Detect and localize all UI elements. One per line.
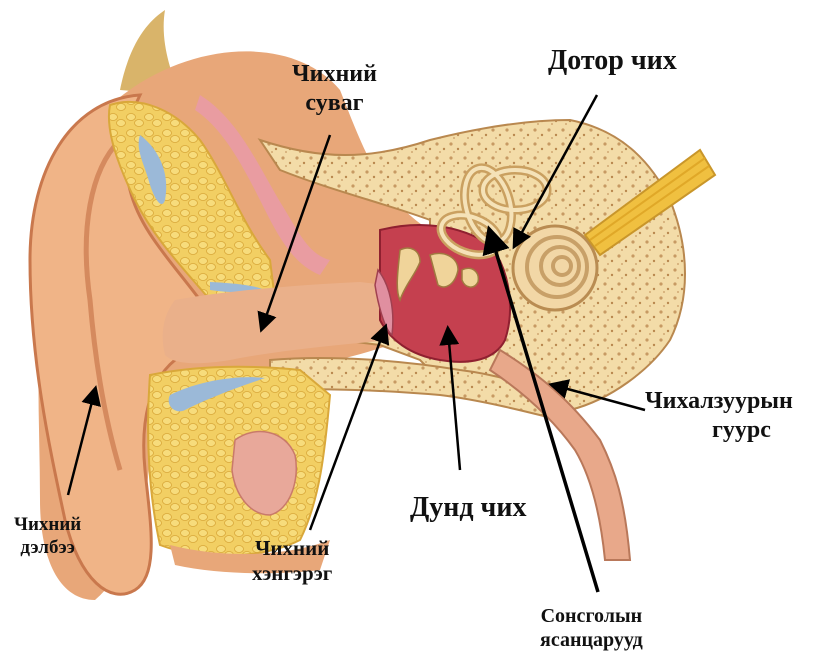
label-ear-canal-line2: суваг [292,89,377,118]
label-eardrum-line2: хэнгэрэг [252,561,332,586]
label-eustachian-tube-line1: Чихалзуурын [645,387,793,416]
label-inner-ear-line1: Дотор чих [548,44,677,78]
label-eustachian-tube: Чихалзуурын гуурс [645,387,793,445]
label-inner-ear: Дотор чих [548,44,677,78]
label-eustachian-tube-line2: гуурс [645,416,793,445]
label-semicircular-canals: Сонсголын ясанцарууд [540,604,643,652]
label-ear-canal: Чихний суваг [292,60,377,118]
label-auricle: Чихний дэлбээ [14,514,81,560]
label-auricle-line2: дэлбээ [14,537,81,560]
label-semicircular-canals-line2: ясанцарууд [540,628,643,652]
label-ear-canal-line1: Чихний [292,60,377,89]
label-semicircular-canals-line1: Сонсголын [540,604,643,628]
label-eardrum-line1: Чихний [252,536,332,561]
label-middle-ear-line1: Дунд чих [410,491,526,525]
label-auricle-line1: Чихний [14,514,81,537]
cochlea [513,226,597,310]
label-middle-ear: Дунд чих [410,491,526,525]
label-eardrum: Чихний хэнгэрэг [252,536,332,586]
